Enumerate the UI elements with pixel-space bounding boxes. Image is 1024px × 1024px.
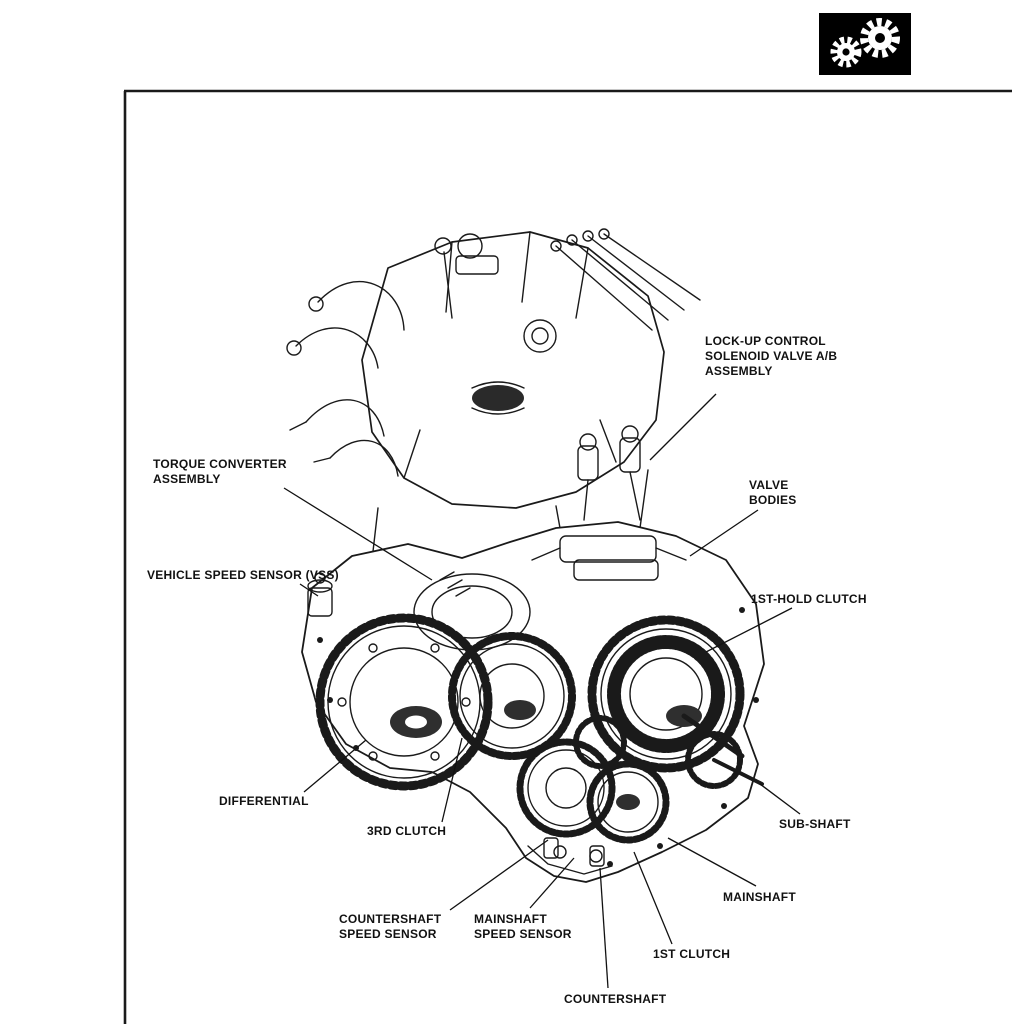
cutaway-drawing [286, 228, 765, 883]
label-vehicle-speed-sensor: VEHICLE SPEED SENSOR (VSS) [147, 568, 339, 582]
label-sub-shaft: SUB-SHAFT [779, 817, 851, 831]
label-countershaft: COUNTERSHAFT [564, 992, 667, 1006]
label-3rd-clutch: 3RD CLUTCH [367, 824, 447, 838]
label-lock-up-control-solenoid: LOCK-UP CONTROL SOLENOID VALVE A/B ASSEM… [705, 334, 838, 378]
gears-icon-graphic [819, 13, 911, 75]
label-mainshaft-speed-sensor: MAINSHAFT SPEED SENSOR [474, 912, 572, 941]
gears-icon [819, 13, 911, 75]
leader-lines [283, 393, 801, 989]
label-countershaft-speed-sensor: COUNTERSHAFT SPEED SENSOR [339, 912, 442, 941]
label-1st-clutch: 1ST CLUTCH [653, 947, 731, 961]
page-border [123, 89, 1012, 1024]
label-valve-bodies: VALVE BODIES [749, 478, 797, 507]
label-differential: DIFFERENTIAL [219, 794, 309, 808]
label-torque-converter-assembly: TORQUE CONVERTER ASSEMBLY [153, 457, 287, 486]
label-mainshaft: MAINSHAFT [723, 890, 796, 904]
label-1st-hold-clutch: 1ST-HOLD CLUTCH [751, 592, 867, 606]
